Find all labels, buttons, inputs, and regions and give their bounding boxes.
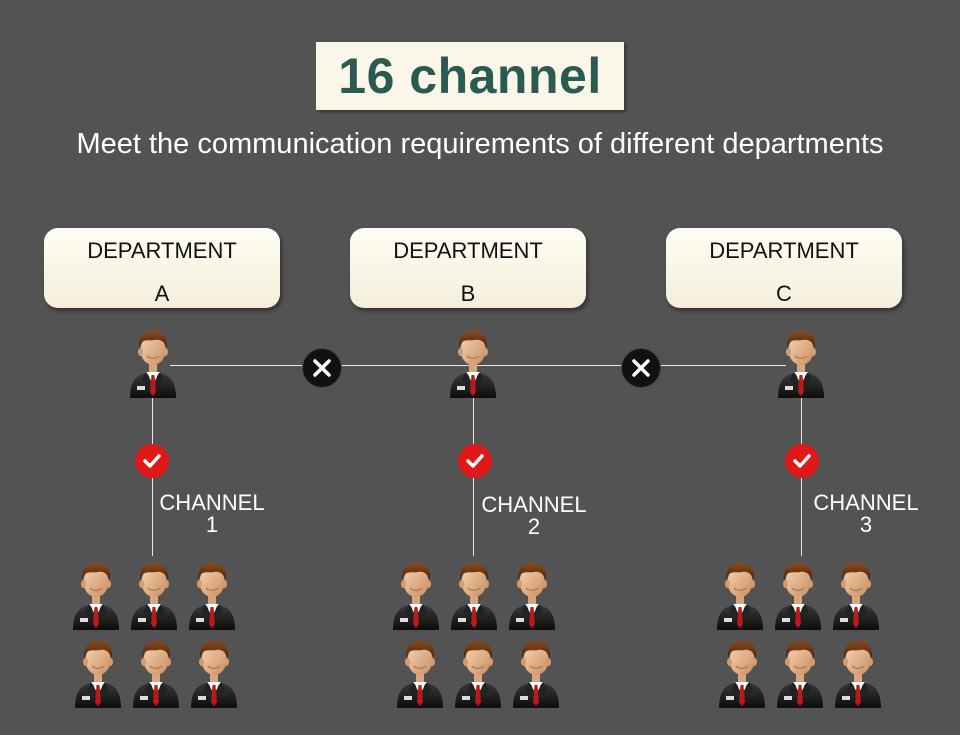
page-title: 16 channel [338, 48, 602, 104]
channel-label-3: CHANNEL 3 [806, 492, 926, 536]
department-letter: A [154, 281, 170, 306]
businessman-icon [832, 636, 884, 708]
subtitle: Meet the communication requirements of d… [76, 128, 884, 160]
channel-number: 2 [527, 514, 541, 539]
channel-label-2: CHANNEL 2 [474, 494, 594, 538]
businessman-icon [448, 558, 500, 630]
businessman-icon [127, 326, 179, 398]
department-box-a: DEPARTMENT A [44, 228, 280, 308]
channel-label-1: CHANNEL 1 [152, 492, 272, 536]
businessman-icon [128, 558, 180, 630]
businessman-icon [188, 636, 240, 708]
businessman-icon [714, 558, 766, 630]
businessman-icon [452, 636, 504, 708]
x-icon [302, 348, 342, 388]
businessman-icon [130, 636, 182, 708]
businessman-icon [506, 558, 558, 630]
checkmark-icon [458, 444, 492, 478]
businessman-icon [447, 326, 499, 398]
businessman-icon [390, 558, 442, 630]
channel-word: CHANNEL [813, 490, 919, 515]
channel-number: 3 [859, 512, 873, 537]
businessman-icon [510, 636, 562, 708]
businessman-icon [830, 558, 882, 630]
businessman-icon [716, 636, 768, 708]
title-box: 16 channel [316, 42, 624, 110]
x-icon [621, 348, 661, 388]
department-label: DEPARTMENT [709, 238, 859, 263]
businessman-icon [394, 636, 446, 708]
department-box-c: DEPARTMENT C [666, 228, 902, 308]
businessman-icon [775, 326, 827, 398]
checkmark-icon [135, 444, 169, 478]
businessman-icon [772, 558, 824, 630]
businessman-icon [70, 558, 122, 630]
businessman-icon [774, 636, 826, 708]
businessman-icon [186, 558, 238, 630]
checkmark-icon [785, 444, 819, 478]
channel-word: CHANNEL [159, 490, 265, 515]
department-letter: C [776, 281, 792, 306]
department-box-b: DEPARTMENT B [350, 228, 586, 308]
department-letter: B [460, 281, 476, 306]
businessman-icon [72, 636, 124, 708]
channel-word: CHANNEL [481, 492, 587, 517]
channel-number: 1 [205, 512, 219, 537]
department-label: DEPARTMENT [393, 238, 543, 263]
department-label: DEPARTMENT [87, 238, 237, 263]
horizontal-connector [170, 365, 786, 366]
